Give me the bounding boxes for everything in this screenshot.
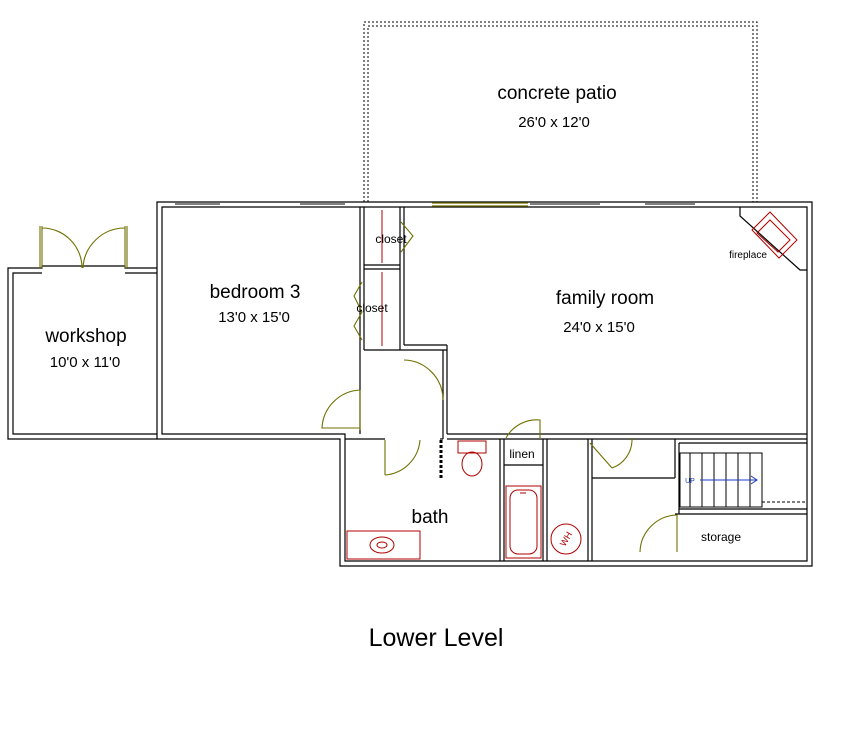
workshop-name: workshop <box>44 326 126 347</box>
fireplace-label: fireplace <box>729 250 767 261</box>
plan-title: Lower Level <box>369 624 504 652</box>
fireplace <box>739 207 807 271</box>
closet-top-label: closet <box>375 232 407 246</box>
linen-label: linen <box>509 447 534 461</box>
bath-name: bath <box>412 507 449 528</box>
patio-name: concrete patio <box>497 83 616 104</box>
workshop-dims: 10'0 x 11'0 <box>50 354 121 371</box>
exterior-walls <box>156 201 813 567</box>
family-room-name: family room <box>556 288 654 309</box>
family-room-dims: 24'0 x 15'0 <box>563 319 635 336</box>
workshop-double-door <box>39 226 128 269</box>
patio-dims: 26'0 x 12'0 <box>518 114 590 131</box>
bath-fixtures <box>346 440 542 560</box>
storage-name: storage <box>701 530 741 544</box>
bedroom-dims: 13'0 x 15'0 <box>218 309 290 326</box>
patio-outline <box>363 21 758 202</box>
interior-walls <box>345 207 807 561</box>
closet-mid-label: closet <box>356 301 388 315</box>
interior-doors <box>321 221 678 553</box>
water-heater <box>550 523 582 555</box>
patio-sliding-door <box>432 202 528 207</box>
stair-up-label: UP <box>685 478 695 485</box>
stairs <box>679 452 807 508</box>
water-heater-label: WH <box>558 530 574 548</box>
workshop-walls <box>7 265 157 440</box>
bedroom-name: bedroom 3 <box>210 282 301 303</box>
